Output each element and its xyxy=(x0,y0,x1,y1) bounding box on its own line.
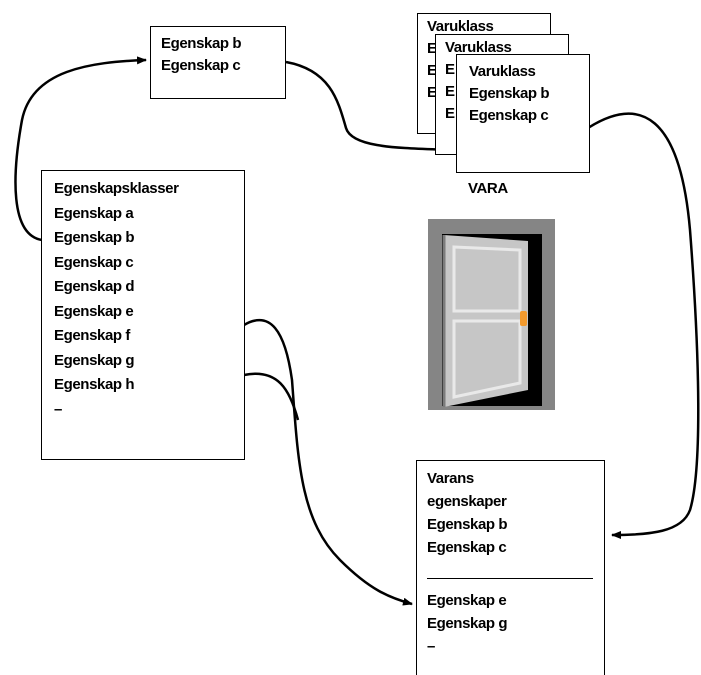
property-line: Egenskap c xyxy=(161,57,241,74)
property-line: Egenskap h xyxy=(54,376,135,393)
card-line: E xyxy=(427,62,437,79)
card-line: Egenskap b xyxy=(469,85,550,102)
card-line: E xyxy=(427,40,437,57)
open-door-icon xyxy=(428,219,555,410)
arrow-classes-to-result-box-1 xyxy=(243,319,413,606)
arrow-classes-to-result-box-2 xyxy=(243,372,300,421)
property-line: Egenskap d xyxy=(54,278,135,295)
door-handle xyxy=(520,311,527,326)
section-divider xyxy=(427,578,593,579)
product-card-front: Varuklass Egenskap b Egenskap c xyxy=(456,54,590,173)
arrow-top-box-to-stack xyxy=(285,60,451,154)
product-caption: VARA xyxy=(468,180,508,197)
card-line: E xyxy=(445,83,455,100)
property-line: Varans xyxy=(427,470,474,487)
property-line: Egenskap c xyxy=(427,539,507,556)
property-line: Egenskap b xyxy=(427,516,508,533)
property-line: Egenskap g xyxy=(427,615,508,632)
property-line: Egenskap e xyxy=(54,302,134,320)
card-line: Egenskap c xyxy=(469,107,549,124)
product-properties-box: Varans egenskaper Egenskap b Egenskap c … xyxy=(416,460,605,675)
card-line: E xyxy=(427,84,437,101)
property-line: Egenskapsklasser xyxy=(54,180,179,197)
property-box-top: Egenskap b Egenskap c xyxy=(150,26,286,99)
property-line: Egenskap b xyxy=(54,229,135,246)
card-line: Varuklass xyxy=(445,39,512,56)
property-line: Egenskap e xyxy=(427,592,507,609)
property-line: Egenskap a xyxy=(54,204,134,222)
property-line: – xyxy=(54,400,62,418)
property-line: Egenskap b xyxy=(161,35,242,52)
property-line: Egenskap c xyxy=(54,253,134,271)
property-line: Egenskap g xyxy=(54,351,135,369)
arrow-classes-to-top-box xyxy=(14,56,147,242)
property-line: Egenskap f xyxy=(54,327,131,344)
card-line: Varuklass xyxy=(427,18,494,35)
card-line: Varuklass xyxy=(469,63,536,80)
arrow-stack-to-result-box xyxy=(587,112,700,539)
card-line: E xyxy=(445,61,455,78)
property-line: – xyxy=(427,638,435,655)
card-line: E xyxy=(445,105,455,122)
property-line: egenskaper xyxy=(427,493,507,510)
property-classes-box: Egenskapsklasser Egenskap a Egenskap b E… xyxy=(41,170,245,460)
